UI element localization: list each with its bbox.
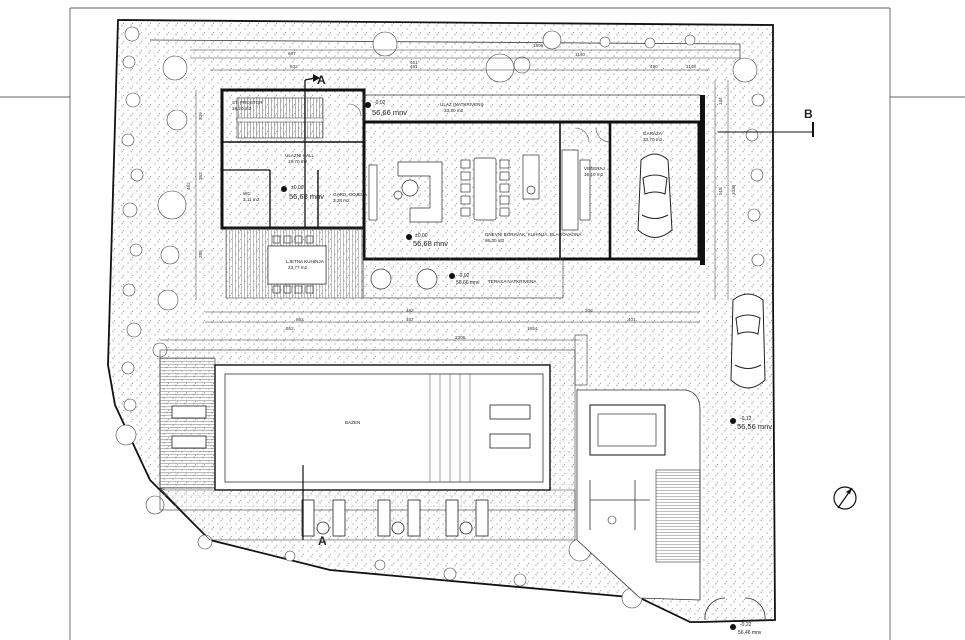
- north-arrow-icon: [833, 486, 857, 510]
- elev-terrace-value: 56,66 mnv: [456, 280, 480, 286]
- dim-right-2: 1030: [731, 184, 736, 195]
- elevation-driveway-icon: [730, 418, 736, 424]
- room-terrace-name: TERASA NATKRIVENA: [488, 279, 537, 284]
- elevation-entrance-icon: [365, 102, 371, 108]
- dimension-lines: [160, 49, 740, 341]
- dim-right-0: 518: [718, 187, 723, 195]
- dim-left-1: 352: [198, 172, 203, 180]
- section-marker-a-bottom: A: [318, 534, 327, 548]
- elev-terrace-symbol: -0,02: [458, 273, 470, 279]
- elev-living-symbol: ±0,00: [415, 233, 428, 239]
- dim-lower-0: 652: [286, 326, 294, 331]
- elevation-marks: -0,02 56,66 mnv ±0,00 56,68 mnv ±0,00 56…: [281, 100, 772, 636]
- dim-top-3: 632: [290, 64, 298, 69]
- dim-top-4: 451: [410, 60, 418, 65]
- room-dressing-name: GARD. ODJELA: [333, 192, 368, 197]
- room-entrance-name: ULAZ (NATKRIVENI): [440, 102, 484, 107]
- dim-left-0: 209: [198, 112, 203, 120]
- dim-lower-2: 482: [406, 308, 414, 313]
- dim-left-3: 452: [186, 182, 191, 190]
- elevation-gate-icon: [730, 624, 736, 630]
- elev-hall-value: 56,68 mnv: [289, 192, 324, 201]
- room-labels: ST. PROSTOR 18,20 m2 ULAZNI HALL 19,70 m…: [232, 100, 663, 284]
- room-summer-kitchen-name: LJETNA KUHINJA: [286, 259, 325, 264]
- dim-top-1: 1140: [575, 52, 585, 57]
- elev-entrance-symbol: -0,02: [374, 100, 386, 106]
- section-marker-a: A: [317, 73, 326, 87]
- elevation-terrace-icon: [449, 273, 455, 279]
- room-garage-name: GARAŽA: [643, 129, 663, 136]
- house: [220, 74, 814, 299]
- elev-living-value: 56,68 mnv: [413, 239, 448, 248]
- gate: [704, 597, 766, 621]
- room-storage-name: VEŠERAJ: [584, 165, 605, 171]
- top-dimension-values: 1809 1140 667 632 451 481 490 1148 652 8…: [186, 43, 736, 340]
- room-dressing-area: 3,28 m2: [333, 198, 350, 203]
- dim-top-6: 490: [650, 64, 658, 69]
- elevation-hall-icon: [281, 186, 287, 192]
- room-hall-name: ULAZNI HALL: [285, 153, 315, 158]
- section-arrow-a-icon: [313, 74, 320, 82]
- dim-left-2: 258: [198, 250, 203, 258]
- dim-lower-1: 862: [296, 317, 304, 322]
- room-stairs-name: ST. PROSTOR: [232, 100, 263, 105]
- elev-gate-value: 56,46 mnv: [738, 630, 762, 636]
- elev-driveway-value: 56,56 mnv: [737, 422, 772, 431]
- dim-top-2: 667: [288, 51, 296, 56]
- room-garage-area: 33,70 m2: [643, 137, 663, 142]
- sheet-frame: [0, 7, 965, 640]
- dim-lower-6: 401: [628, 317, 636, 322]
- dim-lower-3: 457: [406, 317, 414, 322]
- elev-entrance-value: 56,66 mnv: [372, 108, 407, 117]
- elev-hall-symbol: ±0,00: [291, 185, 304, 191]
- room-entrance-area: 33,20 m2: [444, 108, 464, 113]
- room-living-name: DNEVNI BORAVAK, KUHINJA, BLAGOVAONA: [485, 232, 582, 237]
- dim-top-7: 1148: [686, 64, 696, 69]
- section-marker-b: B: [804, 107, 813, 121]
- room-wc-area: 3,11 m2: [243, 197, 260, 202]
- pool: BAZEN: [214, 364, 551, 491]
- pool-label: BAZEN: [345, 420, 360, 425]
- driveway-car-icon: [730, 293, 766, 389]
- room-summer-kitchen-area: 23,77 m2: [288, 265, 308, 270]
- room-stairs-area: 18,20 m2: [232, 106, 252, 111]
- dim-pool-top: 2306: [455, 335, 466, 340]
- room-storage-area: 16,10 m2: [584, 172, 604, 177]
- room-wc-name: WC: [243, 191, 251, 196]
- side-terrace: [576, 389, 701, 601]
- sun-loungers: [171, 405, 489, 537]
- dim-top-0: 1809: [533, 43, 544, 48]
- dim-lower-5: 208: [585, 308, 593, 313]
- room-living-area: 86,30 m2: [485, 238, 505, 243]
- garage-car-icon: [637, 153, 673, 238]
- elevation-living-icon: [406, 234, 412, 240]
- dim-right-1: 144: [718, 97, 723, 105]
- elev-driveway-symbol: -0,12: [740, 416, 752, 422]
- room-hall-area: 19,70 m2: [288, 159, 308, 164]
- dim-lower-4: 1654: [527, 326, 538, 331]
- living-furniture: [368, 149, 591, 231]
- elev-gate-symbol: -0,22: [740, 622, 752, 628]
- dim-top-5: 481: [410, 64, 418, 69]
